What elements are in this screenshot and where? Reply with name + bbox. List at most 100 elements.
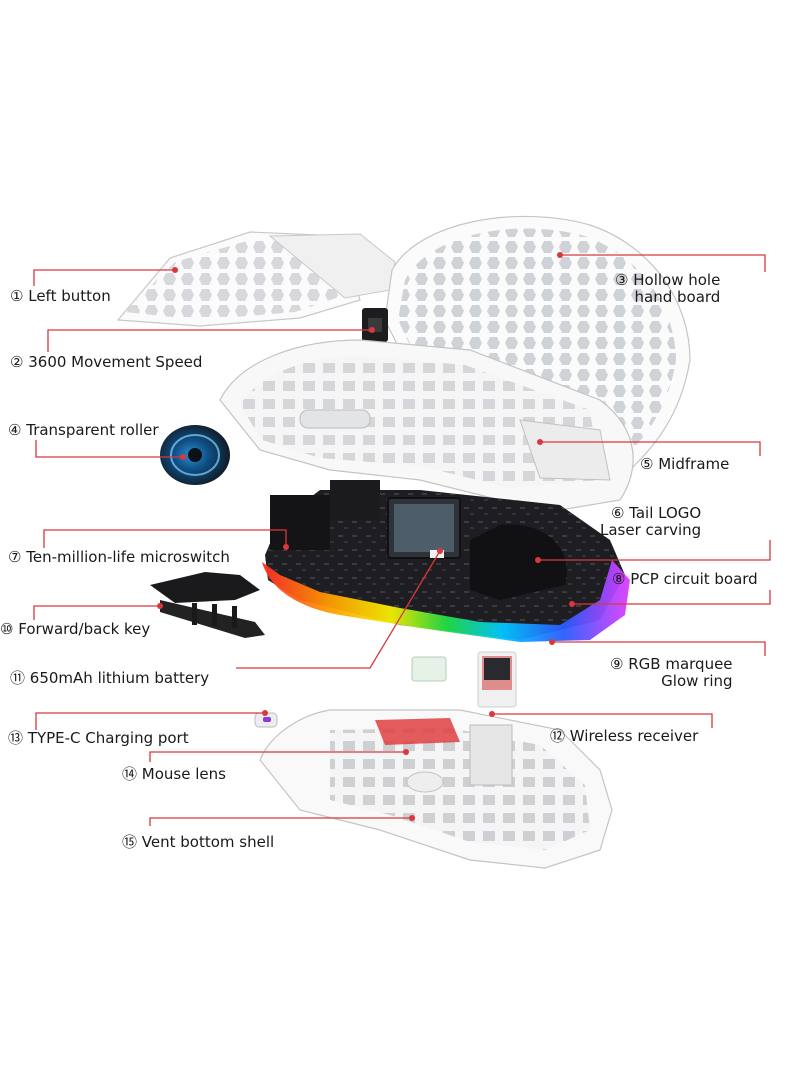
label-midframe: ⑤ Midframe [640, 456, 729, 473]
label-line: ⑤ Midframe [640, 456, 729, 473]
part-number: ③ [615, 271, 629, 289]
part-name: 3600 Movement Speed [28, 353, 203, 371]
leader-hollow-hole-hand-board [560, 254, 766, 272]
label-line: hand board [615, 288, 721, 306]
label-line: ⑩ Forward/back key [0, 621, 150, 638]
part-name: Wireless receiver [569, 727, 699, 745]
leader-dot-movement-speed [369, 327, 375, 333]
part-number: ⑬ [8, 729, 24, 747]
part-name: TYPE-C Charging port [27, 729, 189, 747]
label-mouse-lens: ⑭ Mouse lens [122, 766, 226, 783]
leader-mouse-lens [149, 751, 406, 762]
part-name: hand board [634, 288, 721, 306]
label-line: Glow ring [610, 672, 733, 690]
part-number: ⑪ [10, 669, 26, 687]
vent-bottom-shell-part [259, 709, 613, 869]
movement-sensor [362, 308, 388, 342]
label-line: ⑨ RGB marquee [610, 656, 733, 673]
label-microswitch: ⑦ Ten-million-life microswitch [8, 549, 230, 566]
leader-forward-back-key [33, 605, 160, 620]
leader-wireless-receiver [492, 713, 713, 728]
part-number: ⑨ [610, 655, 624, 673]
part-name: Ten-million-life microswitch [26, 548, 230, 566]
leader-dot-mouse-lens [403, 749, 409, 755]
left-button-shell [116, 231, 396, 327]
label-pcp-circuit-board: ⑧ PCP circuit board [612, 571, 758, 588]
label-transparent-roller: ④ Transparent roller [8, 422, 159, 439]
rgb-glow-ring [262, 560, 630, 642]
leader-dot-tail-logo [535, 557, 541, 563]
part-number: ⑤ [640, 455, 654, 473]
label-wireless-receiver: ⑫ Wireless receiver [550, 728, 698, 745]
part-name: Glow ring [661, 672, 733, 690]
transparent-roller-wheel [160, 425, 230, 485]
leader-dot-pcp-circuit-board [569, 601, 575, 607]
forward-back-keys [150, 572, 265, 638]
label-forward-back-key: ⑩ Forward/back key [0, 621, 150, 638]
leader-dot-microswitch [283, 544, 289, 550]
part-number: ② [10, 353, 24, 371]
part-number: ① [10, 287, 24, 305]
part-name: Midframe [658, 455, 730, 473]
hollow-hand-board [384, 215, 691, 471]
part-number: ⑦ [8, 548, 22, 566]
part-name: 650mAh lithium battery [29, 669, 210, 687]
leader-tail-logo [538, 540, 771, 561]
leader-transparent-roller [35, 440, 183, 458]
part-name: Laser carving [600, 521, 702, 539]
part-name: Tail LOGO [629, 504, 702, 522]
leader-lines [33, 252, 771, 826]
part-number: ⑭ [122, 765, 138, 783]
label-line: ⑭ Mouse lens [122, 766, 226, 783]
label-line: ⑮ Vent bottom shell [122, 834, 274, 851]
label-line: Laser carving [600, 522, 701, 539]
part-number: ⑧ [612, 570, 626, 588]
leader-dot-vent-bottom-shell [409, 815, 415, 821]
part-number: ⑮ [122, 833, 138, 851]
label-left-button: ① Left button [10, 288, 111, 305]
leader-vent-bottom-shell [149, 817, 412, 826]
leader-dot-midframe [537, 439, 543, 445]
leader-dot-lithium-battery [437, 548, 443, 554]
leader-dot-forward-back-key [157, 603, 163, 609]
label-vent-bottom-shell: ⑮ Vent bottom shell [122, 834, 274, 851]
leader-midframe [540, 441, 761, 456]
label-type-c-port: ⑬ TYPE-C Charging port [8, 730, 189, 747]
label-line: ⑬ TYPE-C Charging port [8, 730, 189, 747]
leader-dot-type-c-port [262, 710, 268, 716]
label-line: ① Left button [10, 288, 111, 305]
label-lithium-battery: ⑪ 650mAh lithium battery [10, 670, 209, 687]
label-line: ⑧ PCP circuit board [612, 571, 758, 588]
label-line: ⑦ Ten-million-life microswitch [8, 549, 230, 566]
leader-type-c-port [35, 712, 265, 730]
label-line: ⑪ 650mAh lithium battery [10, 670, 209, 687]
leader-dot-rgb-glow-ring [549, 639, 555, 645]
part-number: ⑩ [0, 620, 14, 638]
part-name: Forward/back key [18, 620, 151, 638]
part-name: RGB marquee [628, 655, 733, 673]
part-name: Mouse lens [141, 765, 226, 783]
leader-dot-transparent-roller [180, 454, 186, 460]
leader-left-button [33, 269, 175, 286]
part-name: Transparent roller [26, 421, 159, 439]
part-number: ④ [8, 421, 22, 439]
leader-dot-wireless-receiver [489, 711, 495, 717]
leader-dot-left-button [172, 267, 178, 273]
label-movement-speed: ② 3600 Movement Speed [10, 354, 202, 371]
leader-movement-speed [47, 329, 372, 352]
label-line: ⑥ Tail LOGO [600, 505, 701, 522]
label-line: ② 3600 Movement Speed [10, 354, 202, 371]
leader-lithium-battery [236, 550, 441, 669]
leader-pcp-circuit-board [572, 590, 771, 605]
leader-dot-hollow-hole-hand-board [557, 252, 563, 258]
part-name: Vent bottom shell [141, 833, 275, 851]
part-name: Hollow hole [633, 271, 721, 289]
part-name: PCP circuit board [630, 570, 758, 588]
label-line: ④ Transparent roller [8, 422, 159, 439]
part-name: Left button [28, 287, 111, 305]
